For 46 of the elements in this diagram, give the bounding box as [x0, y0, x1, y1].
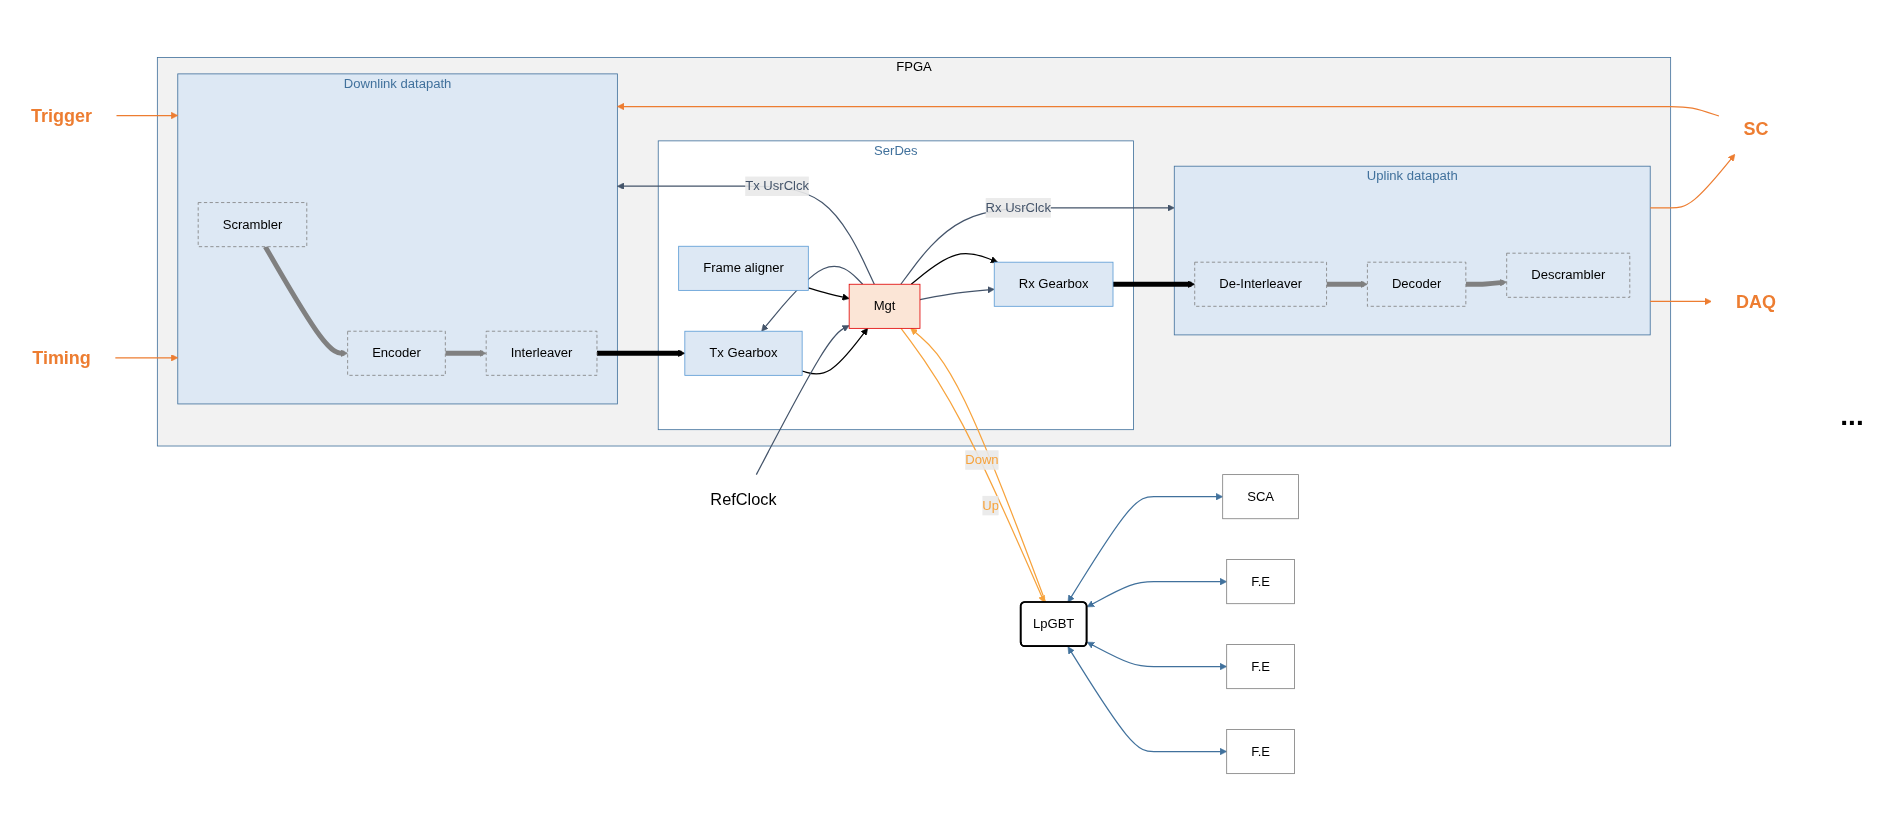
- arrow: [114, 354, 179, 362]
- edge-label: Up: [982, 498, 1000, 513]
- node-box: Decoder: [1367, 261, 1467, 307]
- arrow: [1086, 577, 1227, 608]
- arrow: [801, 327, 868, 375]
- arrow: [755, 325, 850, 476]
- node-box: Encoder: [347, 330, 446, 376]
- edge-label: Tx UsrClck: [745, 178, 810, 193]
- arrow: [1067, 493, 1223, 603]
- arrow: [115, 111, 179, 120]
- node-box: F.E: [1226, 729, 1295, 774]
- arrow: [1326, 280, 1368, 288]
- node-text: Trigger: [31, 105, 92, 126]
- node-box: Mgt: [848, 283, 921, 329]
- arrow: [910, 252, 998, 285]
- node-box: Interleaver: [485, 330, 598, 376]
- arrow: [1465, 279, 1507, 287]
- node-box: Rx Gearbox: [993, 261, 1114, 307]
- arrow: [617, 102, 1720, 117]
- node-box: Frame aligner: [678, 245, 809, 291]
- arrow: [263, 245, 348, 357]
- edge-label: Down: [965, 452, 999, 467]
- arrow: [761, 265, 864, 332]
- arrow: [1649, 297, 1712, 305]
- arrow: [919, 286, 995, 301]
- node-text: SC: [1743, 118, 1769, 139]
- node-box: F.E: [1226, 559, 1295, 604]
- node-text: DAQ: [1736, 291, 1776, 312]
- node-box: SCA: [1222, 474, 1299, 520]
- node-box: Descrambler: [1506, 252, 1631, 298]
- node-text: RefClock: [710, 490, 777, 509]
- arrow: [596, 349, 686, 357]
- node-box: Scrambler: [197, 202, 308, 247]
- node-box: De-Interleaver: [1194, 261, 1327, 307]
- arrow: [900, 204, 1175, 285]
- edge-label: Rx UsrClck: [985, 200, 1051, 215]
- arrow: [1649, 153, 1736, 209]
- arrow: [807, 287, 850, 301]
- arrow: [445, 349, 487, 357]
- ellipsis-label: ...: [1840, 399, 1864, 432]
- node-box: Tx Gearbox: [684, 330, 803, 376]
- arrow: [1067, 646, 1227, 756]
- node-text: Timing: [32, 347, 91, 368]
- arrow: [1113, 280, 1196, 288]
- arrow: [1086, 641, 1227, 671]
- node-box: F.E: [1226, 644, 1295, 689]
